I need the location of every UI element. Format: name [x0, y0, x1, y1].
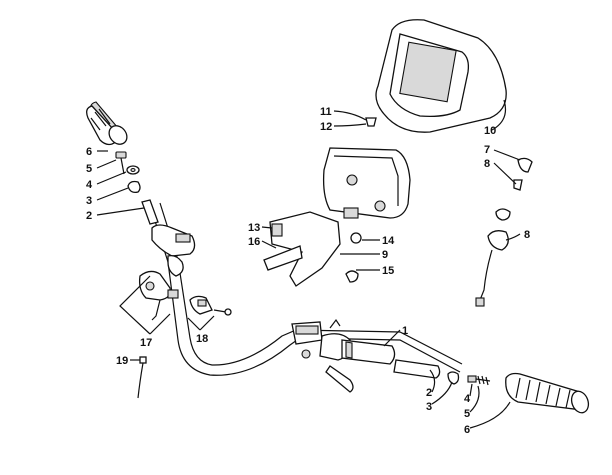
left-hardware	[115, 151, 159, 225]
light-switch	[475, 157, 533, 307]
callout-17: 16	[248, 236, 260, 248]
leader-lines	[96, 99, 521, 429]
callout-4-left: 4	[86, 179, 93, 191]
instrument-unit	[322, 147, 411, 219]
callout-19: 18	[196, 333, 208, 345]
callout-16: 15	[382, 265, 394, 277]
callout-11: 10	[484, 125, 496, 137]
instrument-housing	[375, 19, 507, 133]
callout-7: 7	[484, 144, 490, 156]
callout-3-right: 3	[426, 401, 432, 413]
left-grip	[86, 101, 128, 146]
left-control-housing	[151, 224, 196, 277]
switch-assembly	[138, 270, 179, 321]
callout-5-right: 5	[464, 408, 470, 420]
callout-10: 9	[382, 249, 388, 261]
callout-labels: 6 5 4 3 2 17 18 19 11 12 10 13 16 14 9 1…	[86, 106, 530, 436]
callout-6-left: 6	[86, 146, 92, 158]
callout-4-right: 4	[464, 393, 471, 405]
callout-13: 12	[320, 121, 332, 133]
clamp	[189, 295, 232, 316]
cable-part	[137, 356, 147, 399]
callout-12: 11	[320, 106, 332, 118]
callout-1: 1	[402, 325, 408, 337]
callout-18: 17	[140, 337, 152, 349]
callout-15: 14	[382, 235, 395, 247]
callout-3-left: 3	[86, 195, 92, 207]
callout-2-right: 2	[426, 387, 432, 399]
callout-2-left: 2	[86, 210, 92, 222]
mount-bracket	[263, 211, 362, 287]
handlebar	[149, 202, 463, 376]
callout-20: 19	[116, 355, 128, 367]
right-grip-inner	[341, 339, 396, 365]
housing-screw	[365, 117, 377, 127]
right-tube	[393, 359, 441, 379]
callout-14: 13	[248, 222, 260, 234]
right-hardware	[447, 371, 491, 386]
right-grip	[505, 372, 590, 414]
callout-5-left: 5	[86, 163, 92, 175]
callout-9: 8	[484, 158, 490, 170]
callout-8: 8	[524, 229, 530, 241]
callout-6-right: 6	[464, 424, 470, 436]
